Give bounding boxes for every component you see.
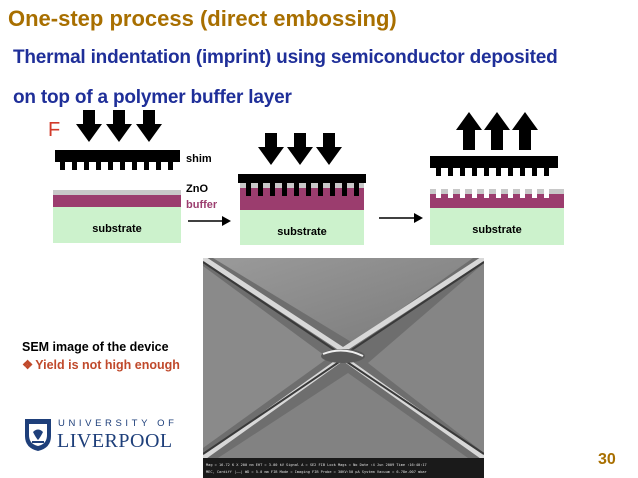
stage-3-after-imprint: substrate (430, 112, 564, 245)
diamond-bullet-icon: ❖ (22, 358, 34, 372)
logo-liverpool: LIVERPOOL (57, 430, 173, 452)
shim-stamp (55, 150, 180, 170)
downward-force-arrows (76, 110, 162, 142)
process-arrow-1 (188, 216, 231, 226)
embossing-process-diagram: F substrate shim ZnO buffer (48, 110, 564, 245)
subtitle-line-1: Thermal indentation (imprint) using semi… (13, 47, 558, 68)
sem-micrograph: Mag = 16.72 K X 200 nm EHT = 3.00 kV Sig… (203, 258, 484, 478)
force-label: F (48, 119, 60, 141)
upward-force-arrows (456, 112, 538, 150)
substrate-block (53, 207, 181, 243)
substrate-block (240, 210, 364, 245)
sem-footer-line-2: MEC, Cardiff |——| WD = 5.0 mm FIB Mode =… (206, 470, 428, 474)
zno-layer (53, 190, 181, 195)
sem-caption: SEM image of the device (22, 340, 169, 354)
substrate-label: substrate (472, 224, 522, 236)
sem-footer-line-1: Mag = 16.72 K X 200 nm EHT = 3.00 kV Sig… (206, 463, 427, 467)
substrate-label: substrate (92, 223, 142, 235)
slide-page-number: 30 (598, 451, 616, 468)
slide-title: One-step process (direct embossing) (8, 6, 397, 31)
substrate-label: substrate (277, 226, 327, 238)
subtitle-line-2: on top of a polymer buffer layer (13, 87, 292, 108)
shim-stamp (430, 156, 558, 176)
shim-stamp (238, 174, 366, 183)
stage-2-during-imprint: substrate (238, 133, 366, 245)
buffer-label: buffer (186, 199, 218, 211)
sem-image: Mag = 16.72 K X 200 nm EHT = 3.00 kV Sig… (203, 258, 484, 478)
zno-label: ZnO (186, 183, 208, 195)
substrate-block (430, 208, 564, 245)
process-arrow-2 (379, 213, 423, 223)
zno-layer (240, 183, 364, 188)
shim-label: shim (186, 153, 212, 165)
university-crest-icon (25, 419, 51, 451)
logo-university-of: UNIVERSITY OF (58, 418, 178, 429)
yield-bullet: ❖Yield is not high enough (22, 357, 180, 372)
stage-1-before-imprint: F substrate shim ZnO buffer (48, 110, 218, 243)
buffer-layer (53, 195, 181, 207)
downward-force-arrows (258, 133, 342, 165)
yield-bullet-text: Yield is not high enough (35, 358, 180, 372)
